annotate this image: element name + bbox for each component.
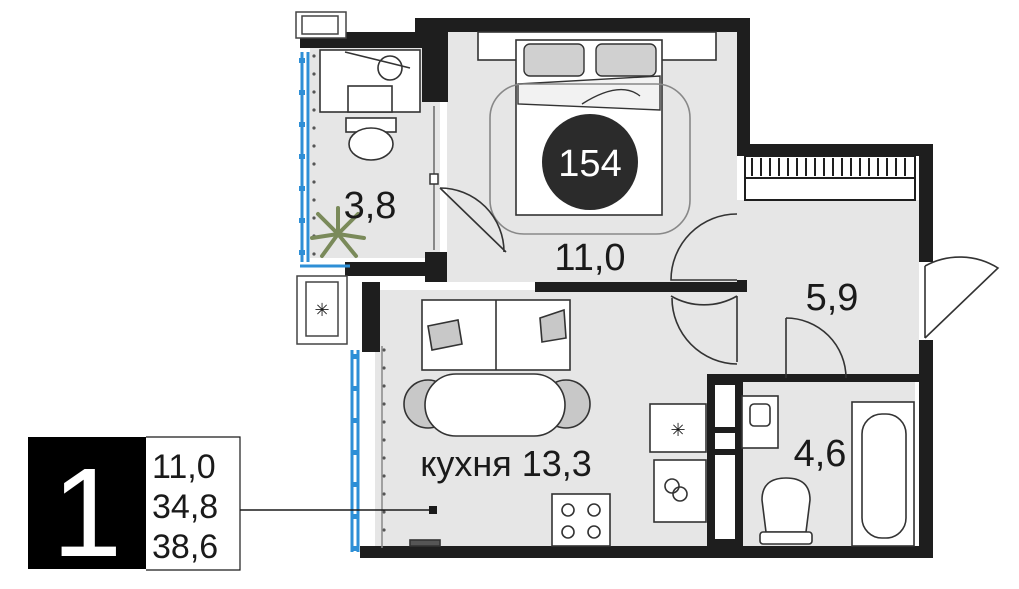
wall-niche [713,383,737,541]
glazing-mullion [299,122,305,127]
wall-top-bedroom [415,18,750,32]
rug [489,83,691,235]
railing-dot [312,252,316,256]
door-bedroom [670,213,738,281]
room-label-hallway: 5,9 [806,277,859,319]
area-living: 11,0 [152,448,216,486]
railing-dot [382,366,386,370]
railing-dot [382,438,386,442]
wall-right-bedroom [737,18,750,150]
wall-bath-bottom [345,262,445,276]
railing-dots [312,54,386,532]
door-bathroom [785,317,847,379]
wall-bedroom-kitchen [535,282,740,292]
railing-dot [382,474,386,478]
railing-dot [382,420,386,424]
railing-dot [382,528,386,532]
wall-right-hallway-bottom [919,340,933,558]
glazing-mullion [352,546,358,551]
wall-bottom [360,546,933,558]
ac-snowflake-icon: ✳ [314,300,329,320]
kitchen-counter [409,403,707,547]
railing-dot [382,492,386,496]
glazing-mullion [352,514,358,519]
wall-bedroom-left-bottom [425,252,447,282]
railing-dot [312,198,316,202]
ac-unit-middle [296,275,348,345]
glazing-mullion [299,186,305,191]
door-stop [429,173,439,185]
glazing-mullion [299,154,305,159]
door-kitchen [670,295,738,362]
railing-dot [382,456,386,460]
door-bath-small [439,187,507,253]
bathroom-toilet [761,477,811,533]
glazing-mullion [299,90,305,95]
railing-dot [312,72,316,76]
railing-dot [312,126,316,130]
glazing-mullion [352,450,358,455]
railing-dot [312,180,316,184]
wall-kitchen-divider [737,280,747,292]
dining-table [403,373,591,437]
unit-badge [542,114,638,210]
areas-box [146,436,241,571]
sink [347,85,393,113]
sofa [421,299,571,371]
room-label-kitchen: кухня 13,3 [420,443,592,484]
railing-dot [312,144,316,148]
wall-bath-corner [422,30,448,102]
glazing-mullion [352,386,358,391]
wall-left-kitchen [362,282,380,352]
railing-dot [382,384,386,388]
glazing-mullion [299,218,305,223]
room-label-bathroom: 4,6 [794,433,847,475]
railing-dot [312,90,316,94]
railing-dot [312,162,316,166]
railing-dot [382,348,386,352]
area-total-without-balcony: 34,8 [152,488,218,526]
floor-hallway [737,200,919,378]
fridge-snowflake-icon: ✳ [670,420,685,440]
glazing-mullion [352,482,358,487]
unit-number: 154 [558,143,621,185]
toilet-bowl [348,127,394,161]
glazing-mullion [352,418,358,423]
door-kitchen-arc [671,297,738,365]
railing-dot [312,54,316,58]
rooms-count: 1 [52,442,122,583]
wall-top-hallway [737,144,933,156]
railing-dot [382,402,386,406]
glazing-mullion [299,58,305,63]
small-bathroom-fixtures [319,49,421,161]
door-entrance [924,256,1000,339]
glazing-dots [299,58,358,551]
glazing-mullion [352,354,358,359]
railing-dot [312,216,316,220]
wall-right-hallway-top [919,144,933,262]
bathroom-fixtures [741,395,915,547]
wall-bathroom-top [740,374,920,382]
room-label-bedroom: 11,0 [554,237,625,279]
plant-icon [310,206,366,258]
railing-dot [382,510,386,514]
railing-dot [312,108,316,112]
area-total: 38,6 [152,528,218,566]
glazing-mullion [299,250,305,255]
ac-unit-top [295,11,347,39]
rooms-count-box [28,437,146,569]
radiator [744,155,916,201]
pointer-dot [429,506,437,514]
doors [439,187,1000,379]
room-label-bathroom-small: 3,8 [344,185,397,227]
